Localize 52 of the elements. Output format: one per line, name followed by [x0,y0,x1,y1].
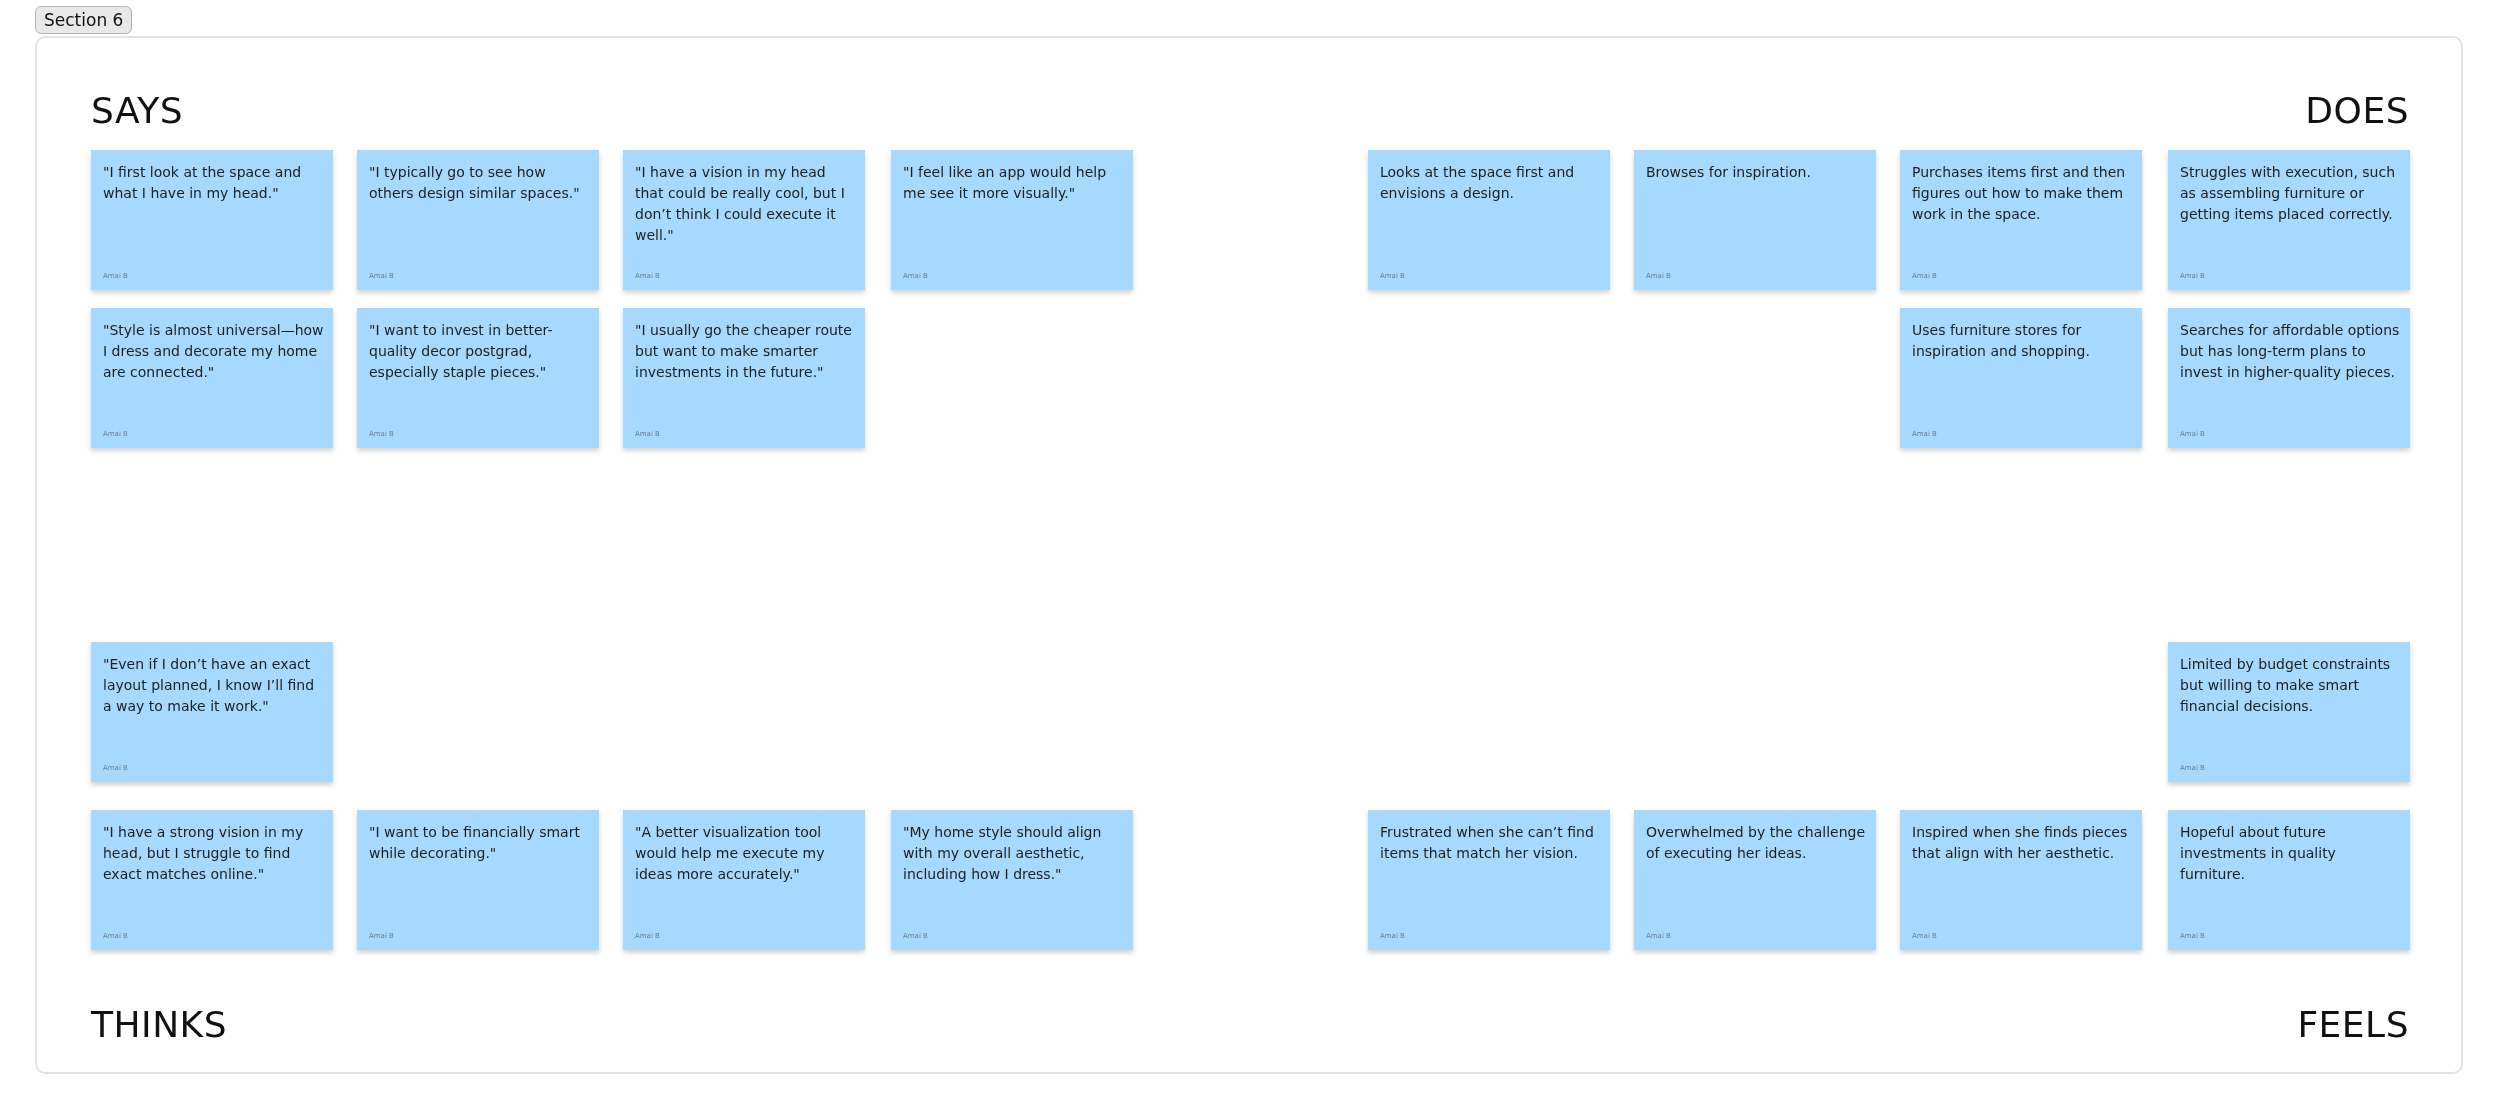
note-text: Searches for affordable options but has long-term plans to invest in higher-quality pieces. [2180,321,2401,382]
sticky-note [2168,150,2410,290]
quadrant-heading: DOES [2305,90,2409,131]
note-text: Overwhelmed by the challenge of executing her ideas. [1646,823,1867,863]
sticky-note [623,810,865,950]
sticky-note [2168,642,2410,782]
note-text: Limited by budget constraints but willing to make smart financial decisions. [2180,655,2392,716]
sticky-note [891,810,1133,950]
note-text: "My home style should align with my overall aesthetic, including how I dress." [903,823,1103,884]
sticky-note [2168,308,2410,448]
note-text: "I feel like an app would help me see it more visually." [903,163,1108,203]
sticky-note [91,810,333,950]
sticky-note [91,308,333,448]
note-text: "I first look at the space and what I have in my head." [103,163,303,203]
note-text: Purchases items first and then figures out how to make them work in the space. [1912,163,2127,224]
sticky-note [1900,810,2142,950]
quadrant-heading: SAYS [91,90,184,131]
note-text: Hopeful about future investments in quality furniture. [2180,823,2337,884]
note-text: "I want to be financially smart while decorating." [369,823,581,863]
sticky-note [1368,810,1610,950]
note-text: "I want to invest in better-quality decor postgrad, especially staple pieces." [369,321,554,382]
sticky-note [91,642,333,782]
sticky-note [357,308,599,448]
section-tab: Section 6 [35,6,133,34]
sticky-note [1368,150,1610,290]
note-text: Uses furniture stores for inspiration and shopping. [1912,321,2091,361]
sticky-note [1634,150,1876,290]
sticky-note [891,150,1133,290]
sticky-note [1634,810,1876,950]
note-text: "I usually go the cheaper route but want to make smarter investments in the future." [635,321,853,382]
sticky-note [91,150,333,290]
section-frame [35,36,2463,1074]
sticky-note [623,308,865,448]
sticky-note [2168,810,2410,950]
quadrant-heading: FEELS [2297,1004,2409,1045]
sticky-note [1900,150,2142,290]
note-text: "I have a strong vision in my head, but I struggle to find exact matches online." [103,823,305,884]
note-text: "I have a vision in my head that could be really cool, but I don’t think I could execute it well." [635,163,846,245]
note-text: "A better visualization tool would help me execute my ideas more accurately." [635,823,826,884]
quadrant-heading: THINKS [91,1004,228,1045]
note-text: Browses for inspiration. [1646,163,1812,182]
sticky-note [357,810,599,950]
note-text: Inspired when she finds pieces that align with her aesthetic. [1912,823,2129,863]
note-text: Struggles with execution, such as assembling furniture or getting items placed correctly. [2180,163,2397,224]
note-text: Looks at the space first and envisions a design. [1380,163,1576,203]
note-text: "I typically go to see how others design similar spaces." [369,163,581,203]
note-text: "Even if I don’t have an exact layout planned, I know I’ll find a way to make it work." [103,655,316,716]
sticky-note [623,150,865,290]
sticky-note [1900,308,2142,448]
note-text: Frustrated when she can’t find items that match her vision. [1380,823,1595,863]
sticky-note [357,150,599,290]
note-text: "Style is almost universal—how I dress and decorate my home are connected." [103,321,325,382]
